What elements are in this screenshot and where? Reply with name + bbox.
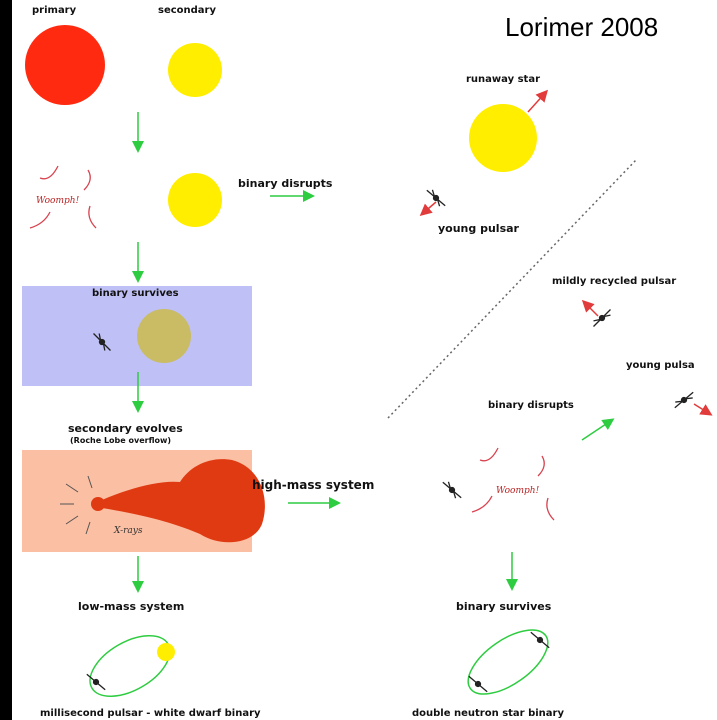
low-mass-system-label: low-mass system [78, 600, 185, 613]
accreting-neutron-star [91, 497, 105, 511]
woomph-label-2: Woomph! [496, 486, 540, 496]
secondary-star [168, 43, 222, 97]
dns-binary-label: double neutron star binary [412, 708, 564, 719]
explosion-burst [29, 165, 97, 229]
runaway-star-label: runaway star [466, 74, 541, 85]
white-dwarf [157, 643, 175, 661]
secondary-star-after-sn [168, 173, 222, 227]
pulsar-icon [86, 673, 106, 691]
credit-label: Lorimer 2008 [505, 12, 659, 42]
binary-disrupts-label-2: binary disrupts [488, 400, 574, 411]
kick-arrow [527, 89, 549, 113]
young-pulsar-label-2: young pulsa [626, 360, 695, 371]
runaway-star [469, 104, 537, 172]
kick-arrow [693, 403, 713, 416]
kick-arrow [419, 201, 437, 216]
woomph-label: Woomph! [36, 196, 80, 206]
pulsar-icon [468, 675, 488, 693]
roche-overflow-label: (Roche Lobe overflow) [70, 436, 172, 445]
binary-survives-label: binary survives [92, 288, 179, 299]
xrays-label: X-rays [114, 526, 143, 536]
binary-disrupts-label: binary disrupts [238, 177, 333, 190]
pulsar-icon [442, 481, 462, 499]
companion-star-surviving [137, 309, 191, 363]
pulsar-icon [530, 631, 550, 649]
primary-label: primary [32, 5, 77, 16]
binary-survives-label-2: binary survives [456, 600, 552, 613]
pulsar-icon [674, 391, 694, 409]
young-pulsar-label: young pulsar [438, 222, 519, 235]
pulsar-icon [426, 189, 446, 207]
high-mass-system-label: high-mass system [252, 478, 375, 492]
primary-star [25, 25, 105, 105]
xray-rays [60, 475, 93, 535]
msp-wd-binary-label: millisecond pulsar - white dwarf binary [40, 708, 261, 719]
flow-arrow [581, 418, 615, 441]
divider-line [387, 159, 637, 419]
pulsar-icon [93, 333, 111, 351]
pulsar-icon [593, 309, 611, 327]
roche-lobe-donor [102, 459, 265, 543]
orbit-msp-wd [89, 634, 171, 698]
orbit-dns [467, 629, 549, 695]
secondary-evolves-label: secondary evolves [68, 422, 183, 435]
explosion-burst [471, 447, 555, 521]
secondary-label: secondary [158, 5, 217, 16]
mildly-recycled-label: mildly recycled pulsar [552, 276, 677, 287]
kick-arrow [581, 299, 599, 317]
